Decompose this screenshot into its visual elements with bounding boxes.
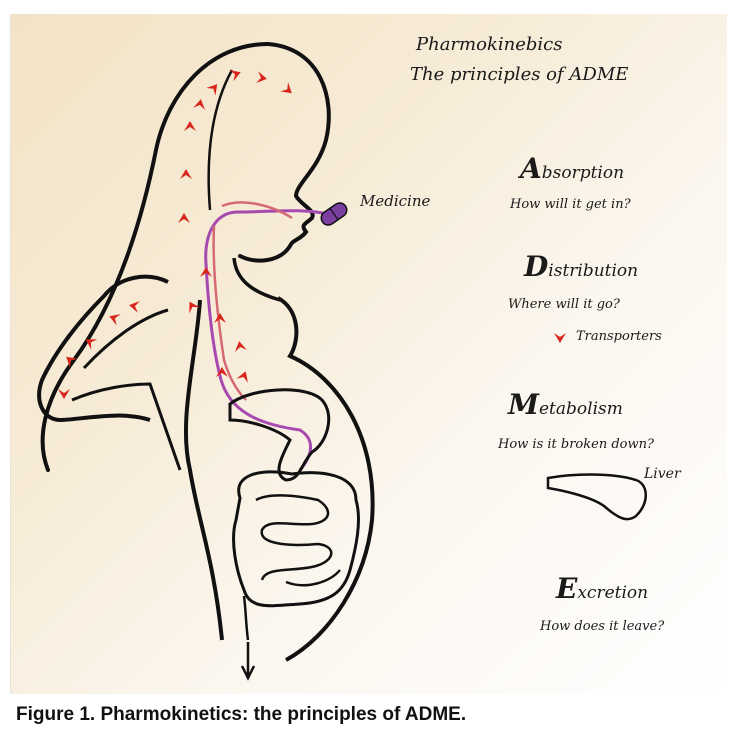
pill-icon [319, 200, 350, 228]
hair-back-line [209, 70, 232, 210]
rectum [242, 596, 254, 678]
metabolism-initial: M [507, 388, 540, 421]
drug-path-oral [206, 211, 328, 470]
distribution-question: Where will it go? [508, 297, 621, 312]
absorption-title: Absorption [517, 152, 624, 185]
stomach [230, 390, 329, 480]
head-outline [240, 44, 329, 261]
small-intestine [256, 495, 340, 585]
metabolism-question: How is it broken down? [497, 437, 655, 452]
distribution-rest: istribution [548, 261, 638, 281]
absorption-initial: A [517, 152, 542, 185]
heading-line1: Pharmokinebics [415, 34, 562, 55]
transport-arrows [58, 67, 296, 399]
excretion-title: Excretion [555, 572, 648, 605]
distribution-initial: D [523, 250, 549, 283]
metabolism-rest: etabolism [539, 399, 623, 419]
transporters-arrow-icon [554, 333, 566, 343]
neck-line [234, 258, 280, 300]
hair-outline [43, 44, 268, 470]
heading-line2: The principles of ADME [410, 64, 628, 85]
distribution-title: Distribution [523, 250, 638, 283]
absorption-question: How will it get in? [509, 197, 632, 212]
arm-inner [72, 310, 180, 470]
excretion-question: How does it leave? [539, 619, 665, 634]
liver-label: Liver [643, 466, 682, 482]
excretion-rest: xcretion [577, 583, 648, 603]
medicine-label: Medicine [359, 192, 430, 210]
transporters-label: Transporters [576, 329, 662, 344]
metabolism-title: Metabolism [507, 388, 623, 421]
body-back [186, 300, 222, 640]
excretion-initial: E [555, 572, 578, 605]
absorption-rest: bsorption [542, 163, 624, 183]
liver-icon [548, 475, 646, 520]
figure-caption: Figure 1. Pharmokinetics: the principles… [16, 704, 466, 726]
